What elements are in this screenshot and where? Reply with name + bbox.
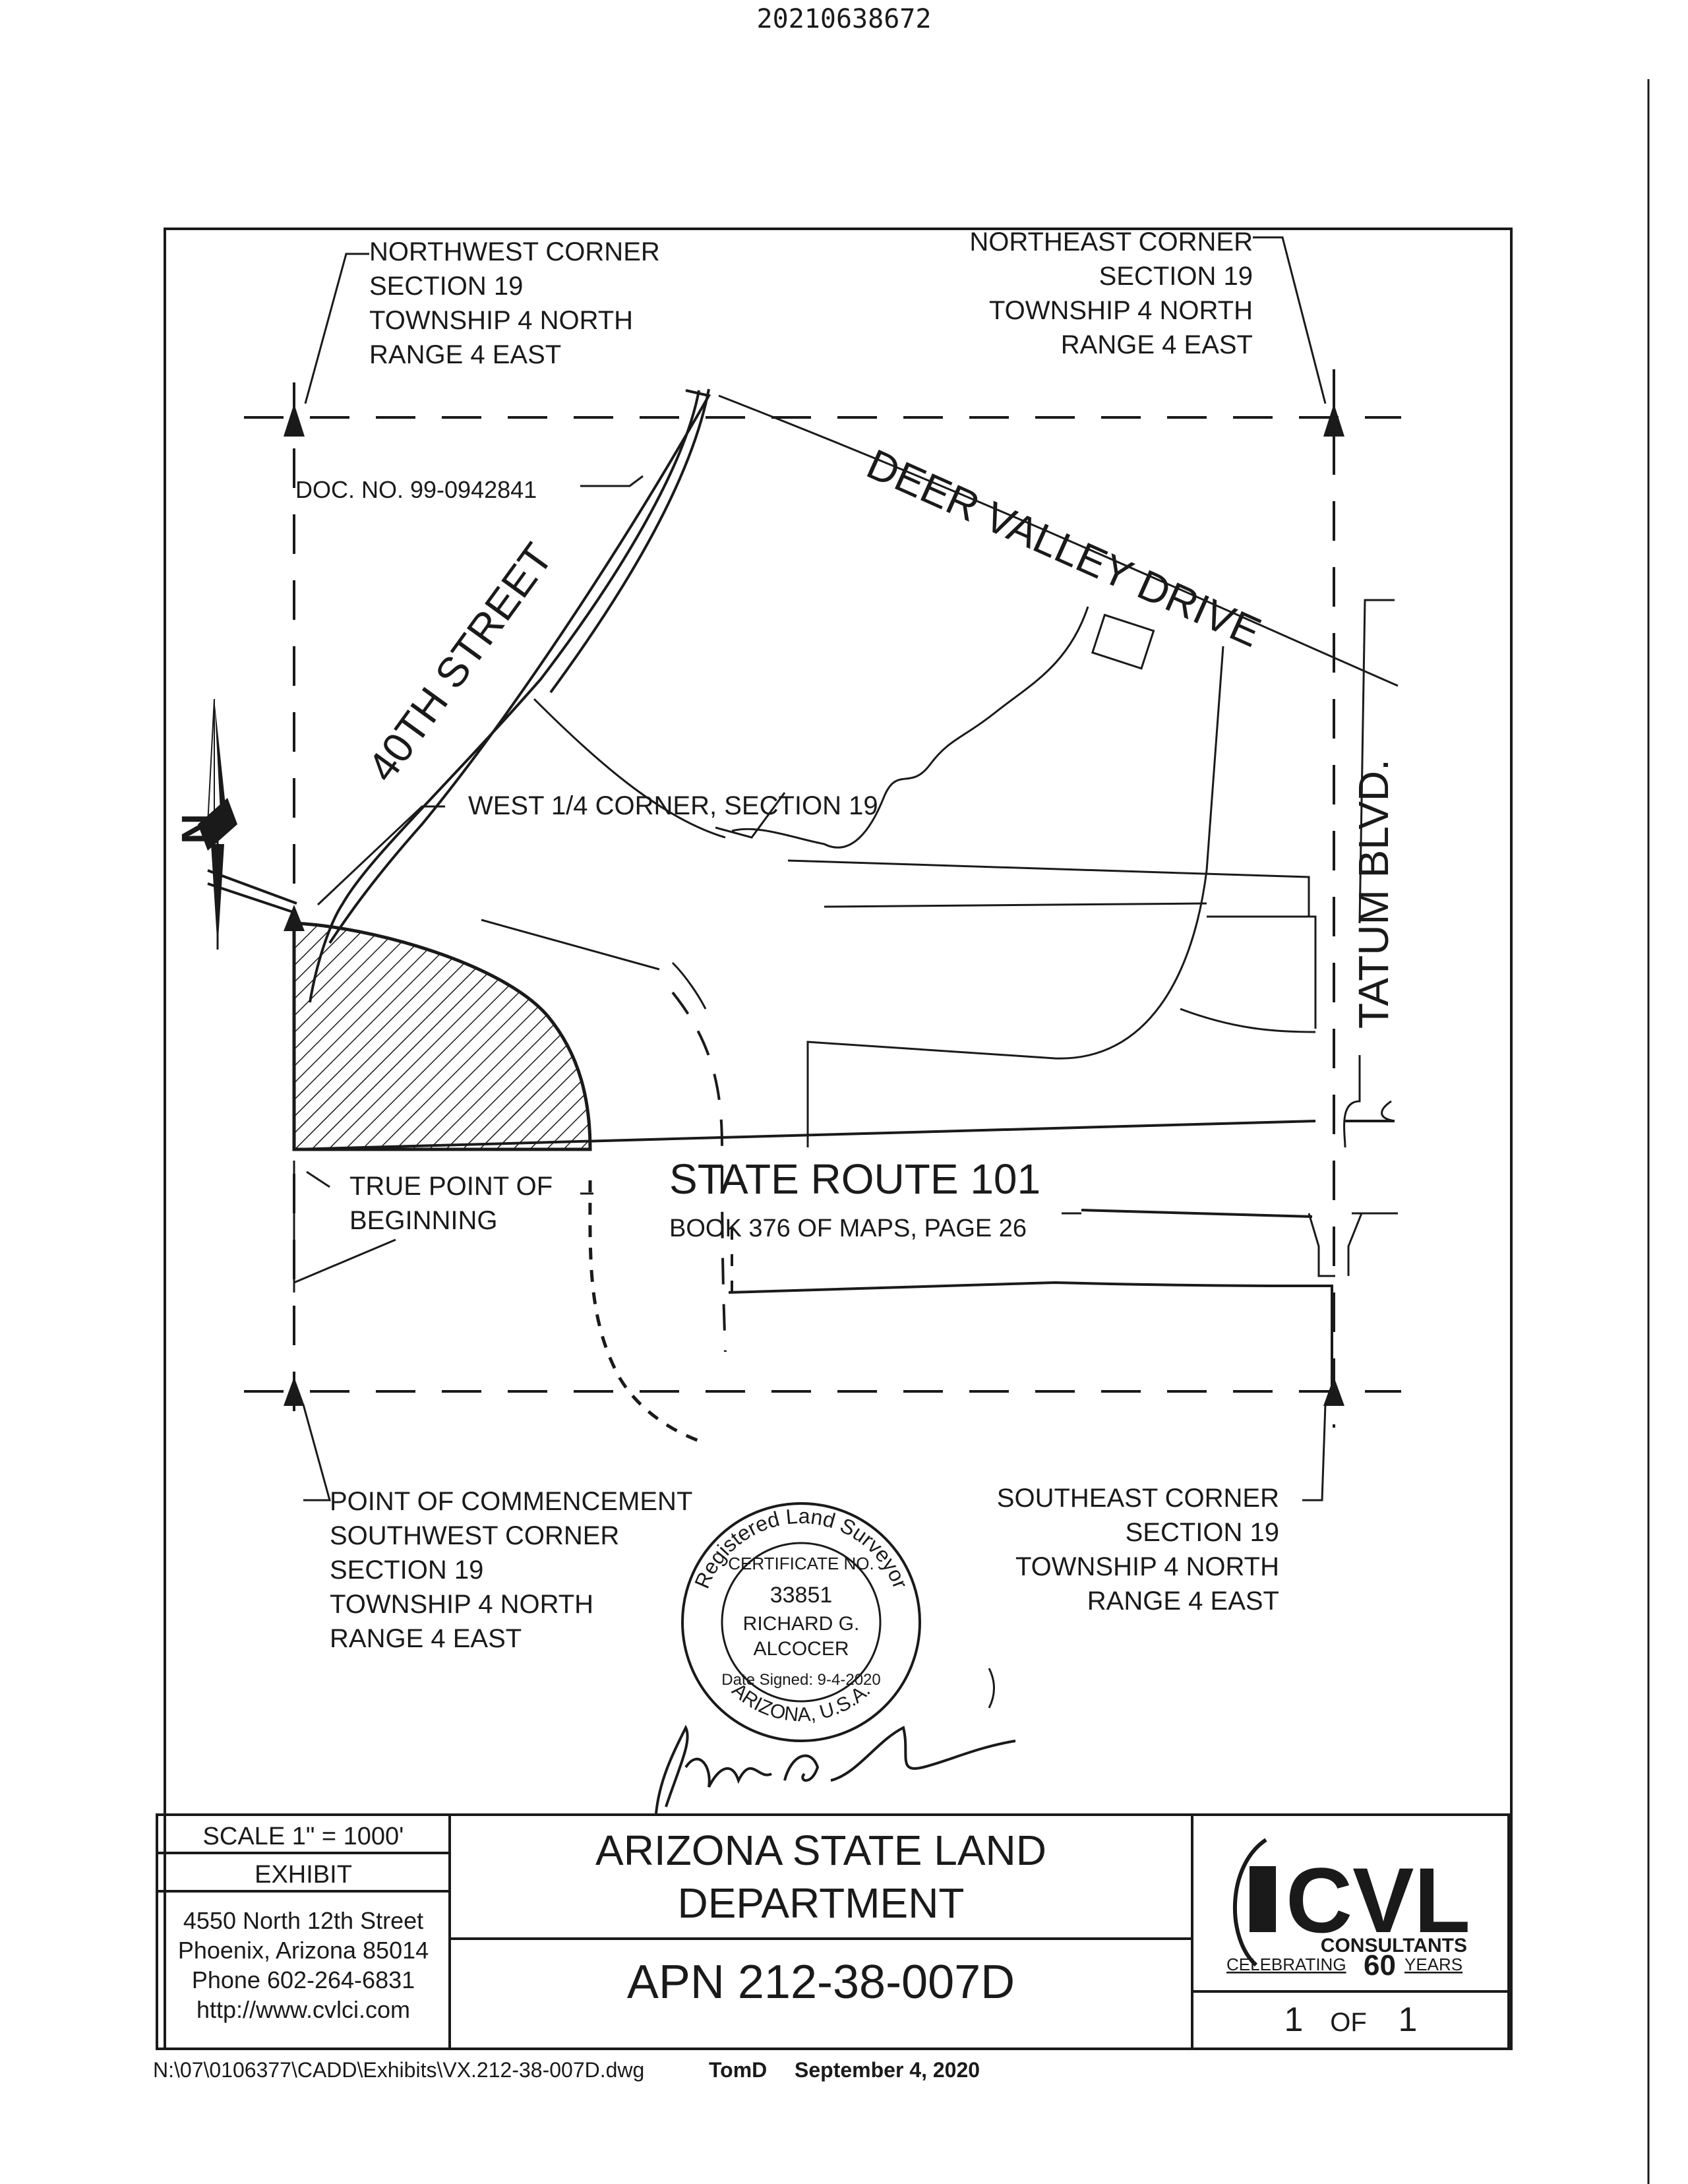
- se-corner-label: SOUTHEAST CORNER SECTION 19 TOWNSHIP 4 N…: [997, 1484, 1279, 1616]
- address-website: http://www.cvlci.com: [196, 1996, 410, 2023]
- seal-name-2: ALCOCER: [753, 1638, 849, 1660]
- ne-corner-line-2: SECTION 19: [1099, 262, 1253, 291]
- nw-corner-label: NORTHWEST CORNER SECTION 19 TOWNSHIP 4 N…: [369, 237, 660, 369]
- celebrating-label: CELEBRATING: [1226, 1955, 1346, 1974]
- sheet-of: OF: [1330, 2008, 1367, 2037]
- ne-corner-line-1: NORTHEAST CORNER: [969, 228, 1253, 257]
- agency-line-1: ARIZONA STATE LAND: [595, 1827, 1046, 1874]
- road-deer-valley: [718, 394, 1399, 687]
- corner-triangle-ne: [1323, 404, 1344, 437]
- north-arrow-label: N: [173, 814, 220, 844]
- scan-mark: [988, 1668, 995, 1709]
- interior-lines: [533, 646, 1317, 1147]
- old-alignment: [588, 1180, 700, 1443]
- exhibit-label: EXHIBIT: [255, 1861, 352, 1889]
- nw-corner-line-2: SECTION 19: [369, 272, 523, 301]
- label-west-quarter-corner: WEST 1/4 CORNER, SECTION 19: [468, 791, 878, 820]
- leader-lines: [302, 236, 1327, 1502]
- apn-label: APN 212-38-007D: [627, 1956, 1015, 2009]
- seal-date-signed: Date Signed: 9-4-2020: [721, 1671, 881, 1689]
- footer-file-path: N:\07\0106377\CADD\Exhibits\VX.212-38-00…: [153, 2058, 644, 2082]
- label-true-point-1: TRUE POINT OF: [349, 1172, 553, 1201]
- nw-corner-line-4: RANGE 4 EAST: [369, 340, 561, 369]
- logo-subtitle: CONSULTANTS: [1321, 1935, 1467, 1957]
- se-corner-line-1: SOUTHEAST CORNER: [997, 1484, 1279, 1513]
- nw-corner-line-3: TOWNSHIP 4 NORTH: [369, 306, 633, 335]
- footer-author: TomD: [709, 2058, 767, 2082]
- logo-text: CVL: [1286, 1848, 1470, 1952]
- agency-line-2: DEPARTMENT: [678, 1879, 965, 1927]
- label-state-route-101: STATE ROUTE 101: [669, 1155, 1040, 1203]
- road-40th-street: [309, 388, 711, 1003]
- label-tatum-blvd: TATUM BLVD.: [1350, 759, 1397, 1029]
- footer-date: September 4, 2020: [795, 2058, 980, 2082]
- ne-corner-label: NORTHEAST CORNER SECTION 19 TOWNSHIP 4 N…: [969, 228, 1253, 359]
- years-label: YEARS: [1404, 1955, 1462, 1974]
- sw-corner-line-2: SOUTHWEST CORNER: [330, 1521, 619, 1550]
- label-deer-valley-drive: DEER VALLEY DRIVE: [860, 440, 1268, 656]
- title-block: [156, 1813, 1510, 2050]
- misc-lines: [293, 1161, 1081, 1292]
- cvl-logo: CVL CONSULTANTS CELEBRATING 60 YEARS: [1226, 1838, 1470, 1982]
- se-corner-line-2: SECTION 19: [1126, 1518, 1279, 1547]
- label-40th-street: 40TH STREET: [358, 535, 562, 791]
- subject-parcel: [292, 921, 592, 1151]
- ne-corner-line-4: RANGE 4 EAST: [1061, 330, 1253, 359]
- address-line-1: 4550 North 12th Street: [183, 1907, 423, 1934]
- sheet-number: 1: [1284, 2001, 1304, 2039]
- north-arrow: N: [173, 698, 297, 950]
- corner-markers: [284, 404, 1344, 1406]
- label-book-ref: BOOK 376 OF MAPS, PAGE 26: [669, 1215, 1027, 1242]
- road-tatum: [1308, 599, 1398, 1277]
- se-corner-line-4: RANGE 4 EAST: [1087, 1587, 1279, 1616]
- seal-ring-top: Registered Land Surveyor: [690, 1504, 913, 1592]
- years-number: 60: [1364, 1949, 1396, 1982]
- se-corner-line-3: TOWNSHIP 4 NORTH: [1015, 1552, 1279, 1581]
- recording-number: 20210638672: [757, 4, 932, 34]
- scale-label: SCALE 1" = 1000': [203, 1823, 404, 1850]
- sw-corner-line-1: POINT OF COMMENCEMENT: [330, 1487, 692, 1516]
- label-true-point-2: BEGINNING: [349, 1206, 497, 1235]
- corner-triangle-sw: [284, 1377, 305, 1406]
- nw-corner-line-1: NORTHWEST CORNER: [369, 237, 660, 266]
- surveyor-seal: Registered Land Surveyor ARIZONA, U.S.A.…: [681, 1502, 921, 1742]
- section-lines: [244, 369, 1401, 1428]
- corner-triangle-nw: [284, 404, 305, 437]
- sheet-total: 1: [1399, 2001, 1418, 2039]
- wash-line: [731, 606, 1089, 849]
- seal-number: 33851: [770, 1583, 833, 1608]
- sw-corner-line-5: RANGE 4 EAST: [330, 1624, 522, 1653]
- seal-certificate: CERTIFICATE NO.: [728, 1554, 874, 1573]
- sw-corner-label: POINT OF COMMENCEMENT SOUTHWEST CORNER S…: [330, 1487, 692, 1653]
- seal-name-1: RICHARD G.: [743, 1613, 860, 1635]
- address-line-2: Phoenix, Arizona 85014: [178, 1937, 429, 1964]
- ramp-curve: [671, 991, 727, 1352]
- sw-corner-line-4: TOWNSHIP 4 NORTH: [330, 1590, 593, 1619]
- doc-no-label: DOC. NO. 99-0942841: [295, 476, 537, 503]
- sw-corner-line-3: SECTION 19: [330, 1556, 483, 1585]
- ramp-line: [481, 919, 707, 1010]
- corner-triangle-se: [1323, 1377, 1344, 1406]
- surveyor-signature: [655, 1724, 1016, 1814]
- address-phone: Phone 602-264-6831: [192, 1966, 415, 1993]
- ne-corner-line-3: TOWNSHIP 4 NORTH: [989, 296, 1253, 325]
